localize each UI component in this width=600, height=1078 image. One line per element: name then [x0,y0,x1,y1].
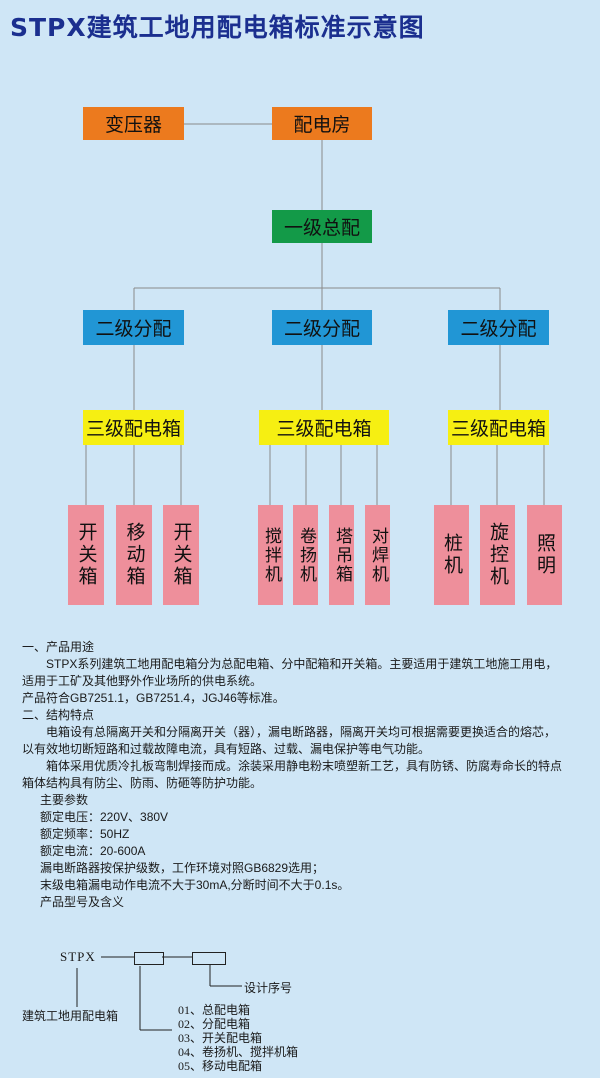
section2-para1: 电箱设有总隔离开关和分隔离开关（器），漏电断路器，隔离开关均可根据需要更换适合的… [46,725,557,739]
leaf-pile-machine: 桩机 [434,505,469,605]
section2-para3: 箱体采用优质冷扎板弯制焊接而成。涂装采用静电粉末喷塑新工艺，具有防锈、防腐寿命长… [46,759,563,773]
model-code-item: 03、开关配电箱 [178,1031,263,1045]
leaf-lighting: 照明 [527,505,562,605]
leaf-tower-crane: 塔吊箱 [329,505,354,605]
level2-box-1: 二级分配 [83,310,184,345]
level2-box-3: 二级分配 [448,310,549,345]
transformer-box: 变压器 [83,107,184,140]
design-number-label: 设计序号 [244,981,293,995]
section1-title: 一、产品用途 [22,640,95,654]
level1-box: 一级总配 [272,210,372,243]
leaf-mixer: 搅拌机 [258,505,283,605]
leaf-welder: 对焊机 [365,505,390,605]
section1-para3: 产品符合GB7251.1，GB7251.4，JGJ46等标准。 [22,691,285,705]
model-prefix: STPX [60,949,96,964]
section2-title: 二、结构特点 [22,708,95,722]
model-code-item: 01、总配电箱 [178,1003,251,1017]
section2-para4: 箱体结构具有防尘、防雨、防砸等防护功能。 [22,776,263,790]
leaf-hoist: 卷扬机 [293,505,318,605]
page-title: STPX建筑工地用配电箱标准示意图 [10,13,425,42]
model-code-item: 05、移动电配箱 [178,1059,263,1073]
param-voltage: 额定电压：220V、380V [40,810,169,824]
section1-para1: STPX系列建筑工地用配电箱分为总配电箱、分中配箱和开关箱。主要适用于建筑工地施… [46,657,558,671]
level2-box-2: 二级分配 [272,310,372,345]
product-name-label: 建筑工地用配电箱 [22,1009,119,1023]
section2-para2: 以有效地切断短路和过载故障电流，具有短路、过载、漏电保护等电气功能。 [22,742,431,756]
model-title: 产品型号及含义 [40,895,125,909]
power-room-box: 配电房 [272,107,372,140]
leaf-switch-box-2: 开关箱 [163,505,199,605]
leaf-mobile-box: 移动箱 [116,505,152,605]
model-code-item: 04、卷扬机、搅拌机箱 [178,1045,299,1059]
level3-box-1: 三级配电箱 [83,410,184,445]
param-frequency: 额定频率：50HZ [40,827,130,841]
model-box-design [192,952,226,965]
params-title: 主要参数 [40,793,89,807]
level3-box-2: 三级配电箱 [259,410,389,445]
level3-box-3: 三级配电箱 [448,410,549,445]
param-current: 额定电流：20-600A [40,844,146,858]
leaf-rotary-machine: 旋控机 [480,505,515,605]
model-code-item: 02、分配电箱 [178,1017,251,1031]
param-leak-level: 漏电断路器按保护级数，工作环境对照GB6829选用； [40,861,325,875]
section1-para2: 适用于工矿及其他野外作业场所的供电系统。 [22,674,263,688]
param-leak-current: 末级电箱漏电动作电流不大于30mA,分断时间不大于0.1s。 [40,878,350,892]
leaf-switch-box-1: 开关箱 [68,505,104,605]
model-code-list: 01、总配电箱 02、分配电箱 03、开关配电箱 04、卷扬机、搅拌机箱 05、… [178,1003,298,1073]
model-box-series [134,952,164,965]
